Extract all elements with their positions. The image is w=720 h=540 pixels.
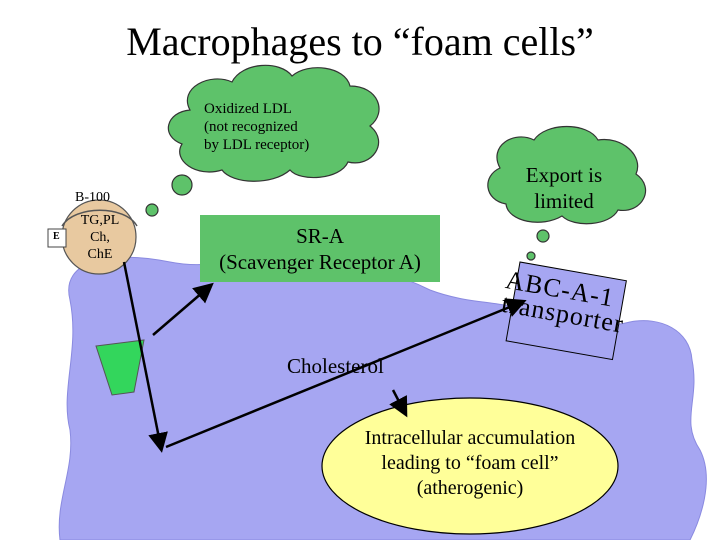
cholesterol-label: Cholesterol xyxy=(287,354,384,378)
accumulation-line: leading to “foam cell” xyxy=(381,452,559,474)
apo-b100-label: B-100 xyxy=(75,190,110,205)
arrow-cholesterol-to-abc xyxy=(165,298,527,449)
arrow-to-sra xyxy=(152,282,214,336)
thought-bubble xyxy=(536,229,550,243)
apo-e-box xyxy=(47,228,67,248)
accumulation-line: Intracellular accumulation xyxy=(364,427,576,449)
accumulation-text: Intracellular accumulation leading to “f… xyxy=(340,426,600,501)
thought-bubble xyxy=(526,251,536,261)
apo-e-label: E xyxy=(53,231,60,242)
membrane-receptor xyxy=(95,339,145,396)
sra-line: (Scavenger Receptor A) xyxy=(219,249,421,274)
oxidized-ldl-cloud xyxy=(167,64,380,182)
apo-b100-band xyxy=(61,209,138,227)
accumulation-ellipse xyxy=(321,397,619,535)
thought-bubble xyxy=(171,174,193,196)
export-line: limited xyxy=(534,189,594,213)
ldl-core-text: TG,PL Ch, ChE xyxy=(78,212,122,263)
oxidized-ldl-line: Oxidized LDL xyxy=(204,101,292,117)
arrow-ldl-to-cell xyxy=(122,261,168,453)
scavenger-receptor-box: SR-A (Scavenger Receptor A) xyxy=(200,215,440,282)
ldl-core-line: TG,PL xyxy=(80,213,120,228)
slide-title: Macrophages to “foam cells” xyxy=(126,19,594,64)
ldl-core-line: Ch, ChE xyxy=(87,230,113,262)
accumulation-line: (atherogenic) xyxy=(416,477,524,499)
export-line: Export is xyxy=(525,163,603,187)
oxidized-ldl-line: (not recognized xyxy=(204,119,298,135)
thought-bubble xyxy=(145,203,159,217)
oxidized-ldl-text: Oxidized LDL (not recognized by LDL rece… xyxy=(204,100,309,154)
arrow-cholesterol-to-accumulation xyxy=(389,389,408,418)
oxidized-ldl-line: by LDL receptor) xyxy=(204,137,310,153)
export-cloud xyxy=(487,125,647,225)
export-text: Export is limited xyxy=(502,162,626,214)
sra-line: SR-A xyxy=(296,223,344,248)
